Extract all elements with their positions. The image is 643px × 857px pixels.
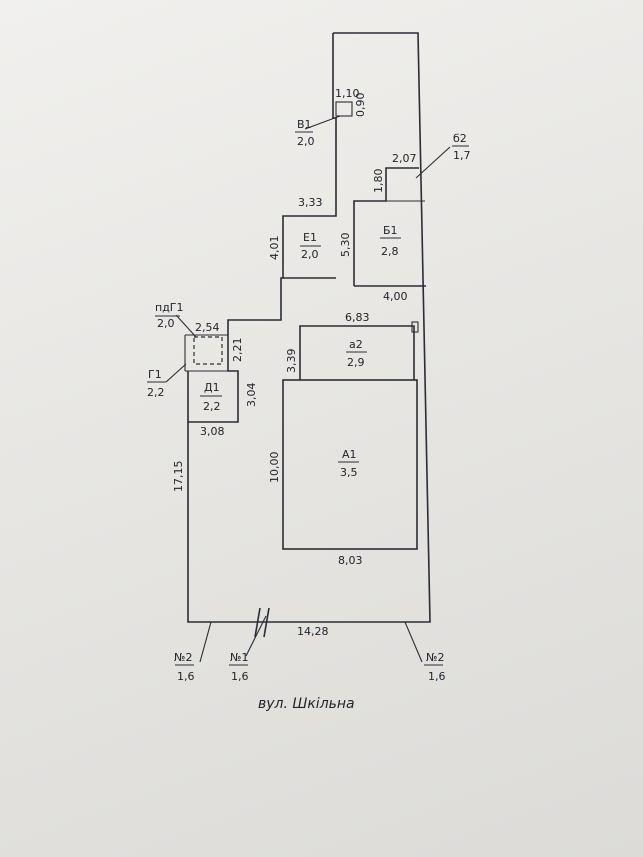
leader-fence-1 <box>245 615 267 657</box>
gate-post-right <box>263 607 270 638</box>
e1-width: 3,33 <box>298 196 323 209</box>
b2-label: б2 <box>453 132 467 145</box>
meter-icon <box>411 321 419 333</box>
fence-1-height: 1,6 <box>231 670 249 683</box>
a2-width: 6,83 <box>345 311 370 324</box>
pdg1-height: 2,0 <box>157 317 175 330</box>
v1-label: В1 <box>297 118 312 131</box>
b2-width: 2,07 <box>392 152 417 165</box>
fence-2-left-label: №2 <box>174 651 192 664</box>
a2-height: 2,9 <box>347 356 365 369</box>
b2-depth: 1,80 <box>372 169 385 194</box>
leader-g1 <box>165 363 187 383</box>
b2-height: 1,7 <box>453 149 471 162</box>
cellar-pdg1 <box>193 336 223 365</box>
v1-depth: 0,90 <box>354 93 367 118</box>
a2-depth: 3,39 <box>285 349 298 374</box>
a1-label: А1 <box>342 448 357 461</box>
d1-height: 2,2 <box>203 400 221 413</box>
pdg1-depth: 2,21 <box>231 338 244 363</box>
v1-width: 1,10 <box>335 87 360 100</box>
pdg1-label: пдГ1 <box>155 301 184 314</box>
fence-2-right-height: 1,6 <box>428 670 446 683</box>
v1-height: 2,0 <box>297 135 315 148</box>
g1-label: Г1 <box>148 368 162 381</box>
a2-label: а2 <box>349 338 363 351</box>
e1-height: 2,0 <box>301 248 319 261</box>
d1-width: 3,08 <box>200 425 225 438</box>
e1-depth: 4,01 <box>268 236 281 261</box>
house-a1 <box>282 379 418 550</box>
e1-label: Е1 <box>303 231 317 244</box>
gate-post-left <box>254 607 261 638</box>
b1-width: 4,00 <box>383 290 408 303</box>
leader-pdg1 <box>175 314 197 338</box>
leader-v1 <box>304 115 341 130</box>
d1-depth: 3,04 <box>245 383 258 408</box>
fence-2-left-height: 1,6 <box>177 670 195 683</box>
d1-label: Д1 <box>204 381 220 394</box>
a1-depth: 10,00 <box>268 452 281 484</box>
fence-1-label: №1 <box>230 651 248 664</box>
fence-2-right-label: №2 <box>426 651 444 664</box>
g1-height: 2,2 <box>147 386 165 399</box>
b1-height: 2,8 <box>381 245 399 258</box>
a1-width: 8,03 <box>338 554 363 567</box>
a1-height: 3,5 <box>340 466 358 479</box>
outbuilding-v1 <box>335 101 353 117</box>
b1-depth: 5,30 <box>339 233 352 258</box>
leader-fence-2-right <box>404 621 423 663</box>
house-a2 <box>299 325 415 380</box>
leader-fence-2-left <box>199 621 212 663</box>
plot-width: 14,28 <box>297 625 329 638</box>
leader-b2 <box>415 146 451 179</box>
pdg1-width: 2,54 <box>195 321 220 334</box>
b1-label: Б1 <box>383 224 398 237</box>
street-name: вул. Шкільна <box>258 696 355 712</box>
plot-boundary <box>187 32 431 623</box>
plot-depth: 17,15 <box>172 461 185 493</box>
